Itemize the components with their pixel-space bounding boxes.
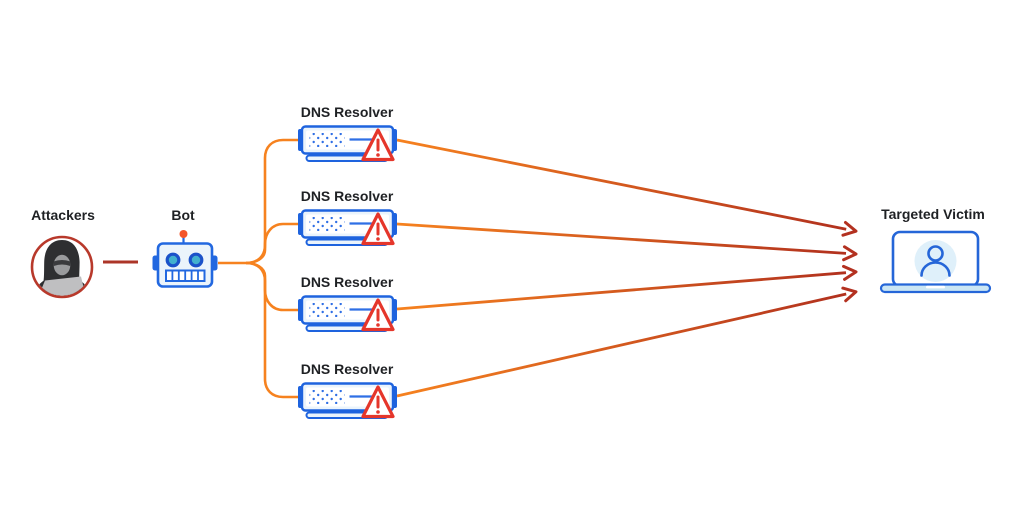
bot-label: Bot: [171, 207, 195, 223]
dns-resolver-icon-2: [296, 208, 399, 247]
hacker-icon: [30, 235, 94, 299]
dns-resolver-label-3: DNS Resolver: [300, 274, 394, 290]
dns-resolver-icon-1: [296, 124, 399, 163]
dns-resolver-icon-4: [296, 381, 399, 420]
dns-resolver-label-2: DNS Resolver: [300, 188, 394, 204]
attackers-label: Attackers: [31, 207, 95, 223]
connection-bot-to-resolvers: [218, 138, 298, 399]
laptop-user-icon: [879, 230, 992, 294]
connections-resolvers-to-victim: [396, 138, 858, 398]
dns-resolver-icon-3: [296, 294, 399, 333]
dns-resolver-label-1: DNS Resolver: [300, 104, 394, 120]
dns-resolver-label-4: DNS Resolver: [300, 361, 394, 377]
arrowhead-icon: [841, 220, 858, 303]
targeted-victim-label: Targeted Victim: [881, 206, 985, 222]
robot-icon: [152, 230, 218, 288]
